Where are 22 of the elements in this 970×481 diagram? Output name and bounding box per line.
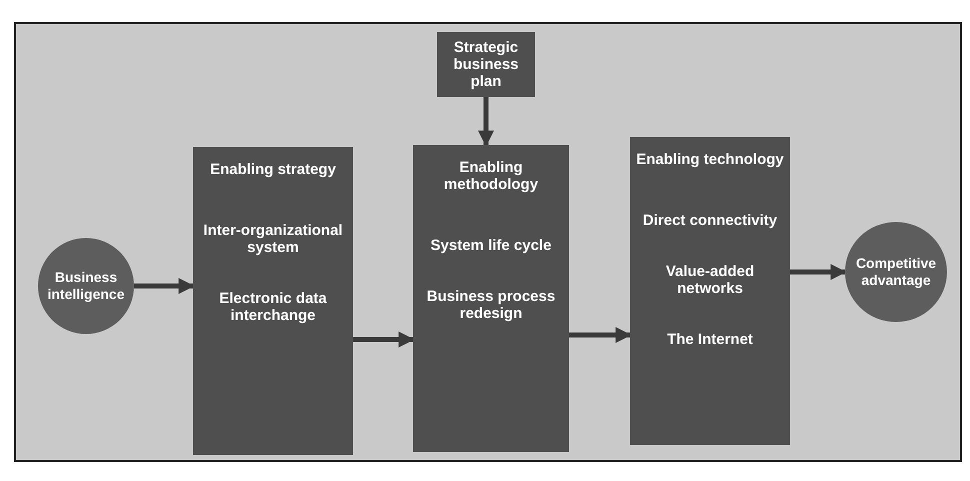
arrow xyxy=(790,264,847,280)
arrow xyxy=(134,278,195,294)
arrow xyxy=(353,332,415,348)
process-box xyxy=(437,32,535,97)
process-box xyxy=(413,145,569,452)
node-label: Direct connectivity xyxy=(642,212,778,229)
process-box xyxy=(193,147,353,455)
node-label: Electronic data interchange xyxy=(218,290,328,324)
arrow xyxy=(569,327,632,343)
process-box xyxy=(630,137,790,445)
node-label: Value-added networks xyxy=(664,263,756,297)
node-label: Strategic business plan xyxy=(452,39,520,90)
box-heading: Enabling technology xyxy=(635,151,785,168)
arrow xyxy=(478,97,494,147)
node-label: The Internet xyxy=(666,331,754,348)
node-label: Inter-organizational system xyxy=(202,222,344,256)
node-label: Business intelligence xyxy=(46,269,126,303)
node-label: Competitive advantage xyxy=(854,255,938,289)
box-heading: Enabling methodology xyxy=(442,159,540,193)
node-label: System life cycle xyxy=(430,237,552,254)
box-heading: Enabling strategy xyxy=(209,161,337,178)
node-label: Business process redesign xyxy=(426,288,556,322)
